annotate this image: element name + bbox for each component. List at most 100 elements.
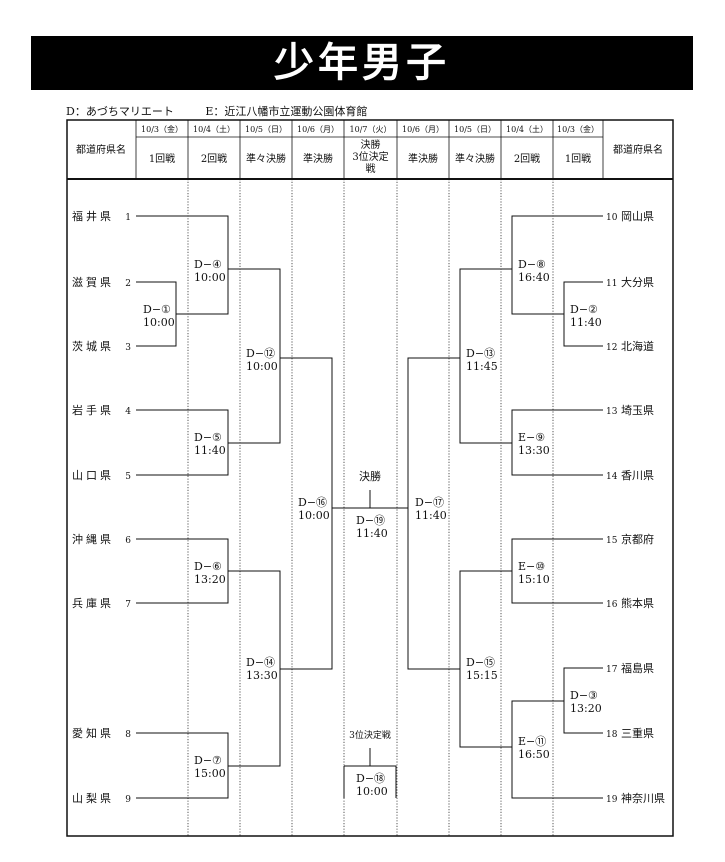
match-time: 10:00 — [246, 360, 278, 373]
team-seed-right: 14 — [606, 472, 618, 482]
match-time: 10:00 — [356, 785, 388, 798]
team-seed-left: 8 — [125, 730, 131, 740]
match-time: 11:40 — [570, 316, 602, 329]
match-time: 11:40 — [415, 509, 447, 522]
match-time: 13:20 — [570, 702, 602, 715]
team-name-right: 熊本県 — [621, 596, 654, 610]
match-time: 10:00 — [143, 316, 175, 329]
match-code: D−⑫ — [246, 347, 275, 360]
team-seed-left: 9 — [125, 795, 131, 805]
team-name-left: 滋賀県 — [72, 276, 114, 289]
team-seed-right: 19 — [606, 795, 618, 805]
bracket-connector — [407, 357, 460, 670]
team-name-right: 香川県 — [621, 469, 654, 482]
column-date: 10/4（土） — [506, 124, 548, 134]
match-time: 11:40 — [194, 444, 226, 457]
bracket-connector — [459, 268, 512, 444]
venue-d: D：あづちマリエート — [66, 105, 174, 118]
match-code: D−③ — [570, 689, 598, 702]
match-time: 11:40 — [356, 527, 388, 540]
team-seed-left: 4 — [125, 407, 131, 417]
bracket-connector — [344, 765, 397, 798]
pref-header-left: 都道府県名 — [76, 143, 126, 156]
match-code: D−⑦ — [194, 754, 222, 767]
bracket-connector — [136, 732, 229, 799]
team-seed-left: 2 — [125, 279, 131, 289]
column-date: 10/6（月） — [402, 125, 444, 134]
column-date: 10/7（火） — [350, 125, 392, 134]
column-round: 1回戦 — [149, 152, 175, 165]
team-name-left: 福井県 — [72, 209, 114, 223]
venue-legend: D：あづちマリエート E：近江八幡市立運動公園体育館 — [66, 103, 395, 119]
team-seed-right: 17 — [606, 665, 618, 675]
team-seed-left: 7 — [125, 600, 131, 610]
page-title: 少年男子 — [31, 36, 693, 90]
team-name-right: 岡山県 — [621, 210, 654, 223]
match-code: D−② — [570, 303, 598, 316]
column-round: 準決勝 — [303, 152, 333, 165]
match-time: 15:10 — [518, 573, 550, 586]
team-seed-left: 5 — [125, 472, 131, 482]
bracket-connector — [511, 215, 603, 315]
column-date: 10/6（月） — [297, 125, 339, 134]
team-seed-right: 16 — [606, 600, 618, 610]
column-date: 10/5（日） — [245, 125, 287, 134]
column-date: 10/4（土） — [193, 124, 235, 134]
match-code: D−⑱ — [356, 772, 385, 785]
column-date: 10/5（日） — [454, 125, 496, 134]
column-round: 準々決勝 — [246, 152, 286, 165]
column-round: 3位決定 — [352, 150, 388, 163]
column-round: 決勝 — [361, 138, 381, 151]
match-code: D−⑮ — [466, 656, 495, 669]
team-name-right: 神奈川県 — [621, 791, 665, 805]
match-time: 13:30 — [518, 444, 550, 457]
bracket-connector — [136, 409, 229, 476]
team-seed-left: 1 — [125, 213, 131, 223]
match-time: 15:15 — [466, 669, 498, 682]
match-code: D−⑧ — [518, 258, 546, 271]
match-code: D−⑰ — [415, 496, 444, 509]
match-time: 13:20 — [194, 573, 226, 586]
column-round: 2回戦 — [514, 152, 540, 165]
match-code: D−⑬ — [466, 347, 495, 360]
match-code: D−④ — [194, 258, 222, 271]
team-name-left: 茨城県 — [72, 339, 114, 353]
team-seed-right: 15 — [606, 536, 618, 546]
column-round: 戦 — [366, 162, 376, 175]
team-name-right: 大分県 — [621, 275, 654, 289]
match-time: 15:00 — [194, 767, 226, 780]
team-name-right: 北海道 — [621, 339, 654, 353]
team-name-right: 埼玉県 — [621, 403, 654, 417]
match-code: D−⑯ — [298, 496, 327, 509]
team-name-left: 山口県 — [72, 469, 114, 482]
final-label: 決勝 — [359, 469, 381, 483]
bracket-connector — [228, 268, 281, 444]
bracket-connector — [459, 570, 512, 748]
pref-header-right: 都道府県名 — [613, 143, 663, 156]
match-time: 13:30 — [246, 669, 278, 682]
match-code: E−⑪ — [518, 735, 546, 748]
team-name-right: 福島県 — [621, 661, 654, 675]
match-code: D−⑤ — [194, 431, 222, 444]
match-time: 10:00 — [298, 509, 330, 522]
match-code: D−⑭ — [246, 656, 275, 669]
match-time: 11:45 — [466, 360, 498, 373]
match-code: E−⑩ — [518, 560, 545, 573]
team-name-left: 山梨県 — [72, 791, 114, 805]
team-name-right: 三重県 — [621, 726, 654, 740]
team-seed-right: 13 — [606, 407, 618, 417]
bracket-connector — [280, 357, 333, 670]
team-seed-right: 18 — [606, 730, 618, 740]
match-time: 10:00 — [194, 271, 226, 284]
team-name-left: 愛知県 — [72, 726, 114, 740]
bracket-connector — [136, 215, 229, 315]
column-date: 10/3（金） — [557, 124, 599, 134]
column-round: 準決勝 — [408, 152, 438, 165]
team-seed-right: 10 — [606, 213, 618, 223]
team-name-left: 沖縄県 — [72, 532, 114, 546]
match-code: E−⑨ — [518, 431, 545, 444]
team-seed-left: 3 — [125, 343, 131, 353]
bracket-connector — [511, 409, 603, 476]
team-seed-right: 11 — [606, 279, 617, 289]
